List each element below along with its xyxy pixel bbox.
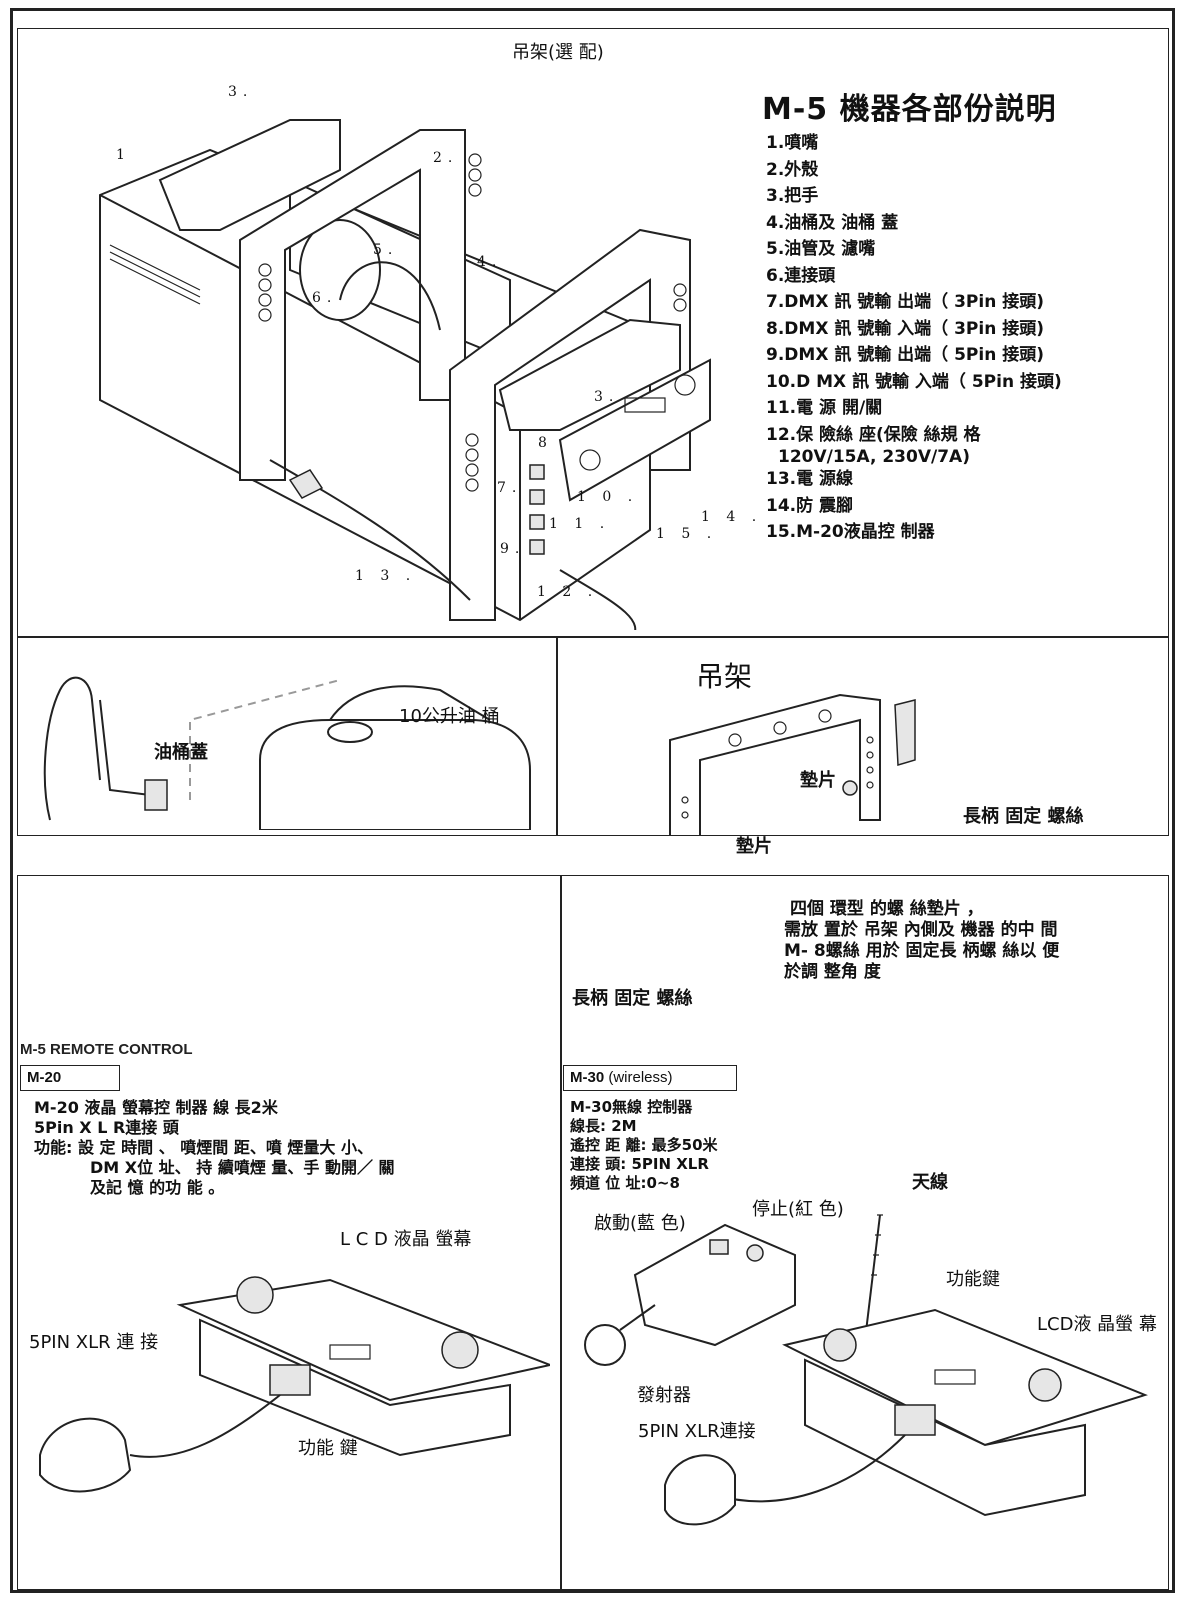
callout-7: 7. [497,480,523,496]
m30-xlr-label: 5PIN XLR連接 [638,1421,756,1442]
callout-3b: 3. [594,389,620,405]
m30-transmitter-label: 發射器 [637,1385,691,1406]
tank-label: 10公升油 桶 [399,706,500,727]
m20-line: 功能: 設 定 時間 、 噴煙間 距、噴 煙量大 小、 [34,1138,373,1157]
remote-frame [17,875,1169,1590]
part-item: 15.M-20液晶控 制器 [766,522,935,542]
callout-3a: 3. [228,84,254,100]
screw-label-right: 長柄 固定 螺絲 [963,806,1084,827]
part-item: 10.D MX 訊 號輸 入端（ 5Pin 接頭) [766,371,1062,392]
m20-line: M-20 液晶 螢幕控 制器 線 長2米 [34,1098,278,1117]
callout-13: 1 3 . [355,568,417,584]
m30-controller-illustration [584,1214,1148,1526]
callout-4: 4. [477,254,503,270]
m20-controller-illustration [39,1276,550,1493]
part-item: 120V/15A, 230V/7A) [778,447,970,467]
m20-line: 及記 憶 的功 能 。 [90,1178,225,1197]
remote-divider [560,875,562,1590]
callout-5: 5. [373,242,399,258]
callout-1: 1 [116,147,131,163]
part-item: 3.把手 [766,186,819,206]
top-divider [17,636,1169,638]
part-item: 7.DMX 訊 號輸 出端（ 3Pin 接頭) [766,292,1045,312]
callout-10: 1 0 . [577,489,639,505]
remote-section-title: M-5 REMOTE CONTROL [20,1041,193,1058]
m30-lcd-label: LCD液 晶螢 幕 [1037,1314,1157,1335]
m20-xlr-label: 5PIN XLR 連 接 [29,1332,159,1353]
callout-8: 8 [538,435,553,451]
m30-tab-sub: (wireless) [604,1069,673,1086]
washer-label-b: 墊片 [736,836,772,857]
m30-line: M-30無線 控制器 [570,1098,693,1116]
m20-line: 5Pin X L R連接 頭 [34,1118,179,1137]
part-item: 12.保 險絲 座(保險 絲規 格 [766,424,981,445]
m20-tab-label: M-20 [27,1069,62,1086]
m30-line: 線長: 2M [570,1117,637,1135]
part-item: 1.噴嘴 [766,133,819,153]
note-line: 於調 整角 度 [784,962,881,982]
part-item: 11.電 源 開/關 [766,398,883,418]
machine-illustration [99,119,711,630]
middle-divider [556,636,558,836]
m30-description: M-30無線 控制器 線長: 2M 遙控 距 離: 最多50米 連接 頭: 5P… [570,1098,718,1193]
m20-description: M-20 液晶 螢幕控 制器 線 長2米 5Pin X L R連接 頭 功能: … [34,1098,395,1198]
part-item: 6.連接頭 [766,265,836,286]
m20-function-key-label: 功能 鍵 [298,1438,358,1459]
m30-line: 頻道 位 址:0~8 [570,1174,680,1192]
tank-cap-label: 油桶蓋 [154,742,208,763]
m30-function-key-label: 功能鍵 [946,1269,1000,1290]
m30-line: 連接 頭: 5PIN XLR [570,1155,709,1173]
part-item: 5.油管及 濾嘴 [766,239,876,259]
note-line: 四個 環型 的螺 絲墊片 ， [790,899,984,919]
m20-tab: M-20 [20,1065,120,1091]
m20-line: DM X位 址、 持 續噴煙 量、手 動開／ 關 [90,1158,395,1177]
note-line: M- 8螺絲 用於 固定長 柄螺 絲以 便 [784,941,1060,961]
part-item: 8.DMX 訊 號輸 入端（ 3Pin 接頭) [766,318,1045,339]
bracket-optional-label: 吊架(選 配) [512,42,604,63]
m30-antenna-label: 天線 [912,1172,948,1193]
bracket-title: 吊架 [696,660,753,693]
m20-lcd-label: L C D 液晶 螢幕 [340,1229,472,1250]
part-item: 13.電 源線 [766,469,854,489]
callout-12: 1 2 . [537,584,599,600]
m30-tab: M-30 (wireless) [563,1065,737,1091]
tank-illustration [43,676,531,830]
callout-14: 1 4 . [701,509,763,525]
part-item: 9.DMX 訊 號輸 出端（ 5Pin 接頭) [766,345,1045,365]
m30-tab-label: M-30 [570,1069,605,1086]
m30-stop-label: 停止(紅 色) [752,1199,844,1220]
callout-9: 9. [500,541,526,557]
bracket-illustration [669,693,916,836]
callout-6: 6. [312,290,338,306]
outer-frame [10,8,1175,1593]
note-line: 需放 置於 吊架 內側及 機器 的中 間 [784,920,1058,940]
part-item: 2.外殼 [766,159,819,180]
top-panel-frame [17,28,1169,836]
callout-15: 1 5 . [656,526,718,542]
machine-title: M-5 機器各部份説明 [762,92,1057,127]
part-item: 4.油桶及 油桶 蓋 [766,212,899,233]
part-item: 14.防 震腳 [766,495,854,516]
m30-line: 遙控 距 離: 最多50米 [570,1136,718,1154]
washer-label-a: 墊片 [800,770,836,791]
callout-2: 2. [433,150,459,166]
m30-start-label: 啟動(藍 色) [594,1213,686,1234]
parts-list: 1.噴嘴 2.外殼 3.把手 4.油桶及 油桶 蓋 5.油管及 濾嘴 6.連接頭… [766,130,1062,546]
bracket-note: 四個 環型 的螺 絲墊片 ， 需放 置於 吊架 內側及 機器 的中 間 M- 8… [784,899,1059,983]
callout-11: 1 1 . [549,516,611,532]
screw-label-left: 長柄 固定 螺絲 [572,988,693,1009]
